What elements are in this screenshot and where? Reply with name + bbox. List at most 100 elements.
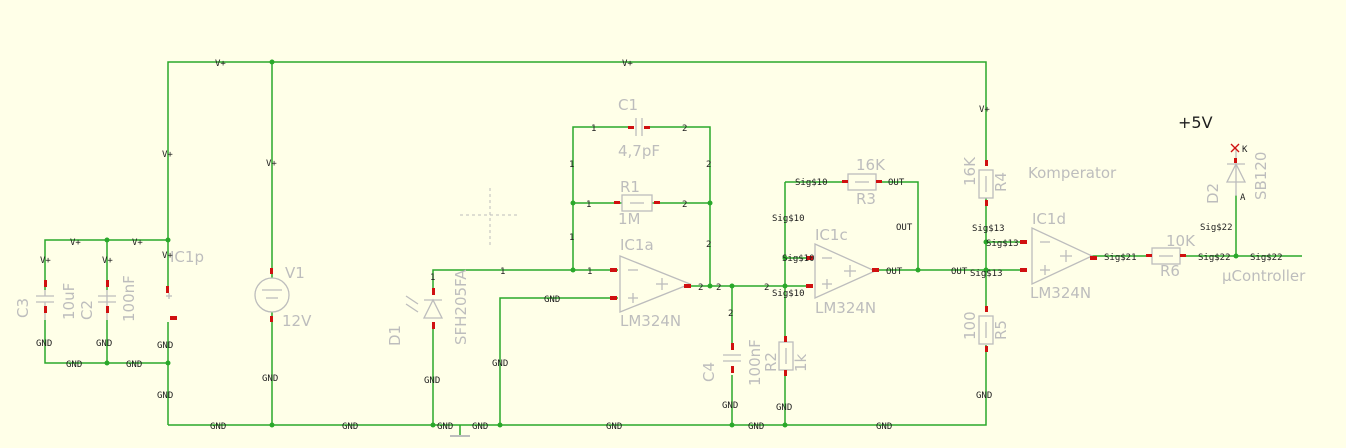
pin-number: 1 xyxy=(586,200,591,210)
net-label: GND xyxy=(748,422,764,432)
capacitor-c1[interactable]: C1 4,7pF xyxy=(618,96,660,160)
pin-number: 2 xyxy=(682,200,687,210)
junction xyxy=(570,267,576,273)
resistor-r5[interactable]: 100 R5 xyxy=(961,306,1010,352)
voltage-source-v1[interactable]: V1 12V xyxy=(254,264,312,330)
net-label: GND xyxy=(342,422,358,432)
junction xyxy=(570,200,576,206)
junction xyxy=(165,360,171,366)
resistor-r4[interactable]: 16K R4 xyxy=(961,156,1010,206)
net-label: Sig$10 xyxy=(782,254,815,264)
pin-number: 1 xyxy=(569,160,574,170)
r2-value-label: 1k xyxy=(792,353,810,372)
net-label: V+ xyxy=(622,59,633,69)
net-label: GND xyxy=(126,360,142,370)
net-label: Sig$10 xyxy=(772,214,805,224)
c2-value-label: 100nF xyxy=(120,275,138,322)
capacitor-c3[interactable]: C3 10uF xyxy=(14,280,78,320)
ic1c-name-label: IC1c xyxy=(815,226,848,244)
net-label: GND xyxy=(96,339,112,349)
controller-label: µController xyxy=(1222,267,1306,285)
plus5v-label: +5V xyxy=(1178,113,1213,132)
pin-number: 2 xyxy=(698,283,703,293)
photodiode-d1[interactable]: D1 SFH205FA xyxy=(386,269,470,346)
junction xyxy=(269,422,275,428)
pin-number: 2 xyxy=(706,160,711,170)
r3-name-label: R3 xyxy=(856,190,876,208)
r1-value-label: 1M xyxy=(618,210,641,228)
junction xyxy=(782,422,788,428)
c3-name-label: C3 xyxy=(14,298,32,318)
junction xyxy=(104,237,110,243)
junction xyxy=(782,255,788,261)
ic1p-power-pins[interactable]: IC1p xyxy=(166,248,204,320)
net-label: V+ xyxy=(215,59,226,69)
resistor-r6[interactable]: 10K R6 xyxy=(1146,232,1196,280)
net-label: Sig$21 xyxy=(1104,253,1137,263)
gnd-symbol xyxy=(450,425,470,437)
capacitor-c2[interactable]: C2 100nF xyxy=(78,275,138,322)
diode-d2[interactable]: D2 SB120 A K xyxy=(1204,143,1270,204)
d2-name-label: D2 xyxy=(1204,183,1222,204)
junction xyxy=(729,283,735,289)
ic1c-value-label: LM324N xyxy=(815,299,876,317)
pin-number: 2 xyxy=(682,124,687,134)
vplus-rail-wire[interactable] xyxy=(167,61,987,240)
pin-numbers: 1 2 1 2 1 2 1 2 1 1 1 2 2 2 2 xyxy=(430,124,769,319)
r5-name-label: R5 xyxy=(992,320,1010,340)
junction xyxy=(983,267,989,273)
net-label: GND xyxy=(544,295,560,305)
net-label: GND xyxy=(606,422,622,432)
net-label: Sig$13 xyxy=(970,269,1003,279)
r3-right-wire[interactable] xyxy=(876,181,919,270)
net-label: GND xyxy=(262,374,278,384)
junction xyxy=(497,422,503,428)
pin-number: 1 xyxy=(569,233,574,243)
net-label: GND xyxy=(157,341,173,351)
net-label: GND xyxy=(36,339,52,349)
net-label: GND xyxy=(976,391,992,401)
decoupling-vplus-wire[interactable] xyxy=(44,239,168,290)
opamp-ic1c[interactable]: IC1c LM324N xyxy=(806,226,879,317)
net-label: OUT xyxy=(886,267,903,277)
r3-value-label: 16K xyxy=(856,156,886,174)
net-label: GND xyxy=(437,422,453,432)
opamp-ic1a[interactable]: IC1a LM324N xyxy=(610,236,692,330)
opamp-ic1d[interactable]: IC1d LM324N Komperator xyxy=(1020,164,1117,302)
c1-left-wire[interactable] xyxy=(572,126,628,270)
junction xyxy=(104,360,110,366)
net-label: V+ xyxy=(162,150,173,160)
net-label: Sig$22 xyxy=(1200,223,1233,233)
r5-value-label: 100 xyxy=(961,311,979,340)
net-label: Sig$22 xyxy=(1198,253,1231,263)
junction xyxy=(707,283,713,289)
c1-name-label: C1 xyxy=(618,96,638,114)
junction xyxy=(430,422,436,428)
net-label: GND xyxy=(472,422,488,432)
decoupling-gnd-wire[interactable] xyxy=(44,320,168,364)
net-label: GND xyxy=(210,422,226,432)
v1-value-label: 12V xyxy=(282,312,312,330)
net-label: V+ xyxy=(266,159,277,169)
unconnected-marker xyxy=(1230,143,1240,153)
resistor-r3[interactable]: 16K R3 xyxy=(842,156,886,208)
net-label: GND xyxy=(776,403,792,413)
net-label: Sig$10 xyxy=(772,289,805,299)
r1-name-label: R1 xyxy=(620,178,640,196)
gnd-rail-wire[interactable] xyxy=(168,345,987,426)
net-label: OUT xyxy=(888,178,905,188)
net-label: OUT xyxy=(951,267,968,277)
c1-right-wire[interactable] xyxy=(650,126,711,286)
d1-cathode-wire[interactable] xyxy=(432,269,573,290)
wires xyxy=(44,61,1302,426)
resistor-r1[interactable]: R1 1M xyxy=(614,178,660,228)
net-label: GND xyxy=(876,422,892,432)
resistor-r2[interactable]: R2 1k xyxy=(762,336,810,376)
ic1a-noninv-gnd-wire[interactable] xyxy=(499,297,618,425)
r2-name-label: R2 xyxy=(762,352,780,372)
capacitor-c4[interactable]: C4 100nF xyxy=(700,339,764,386)
c4-name-label: C4 xyxy=(700,362,718,382)
r4-name-label: R4 xyxy=(992,172,1010,192)
net-label: V+ xyxy=(979,105,990,115)
